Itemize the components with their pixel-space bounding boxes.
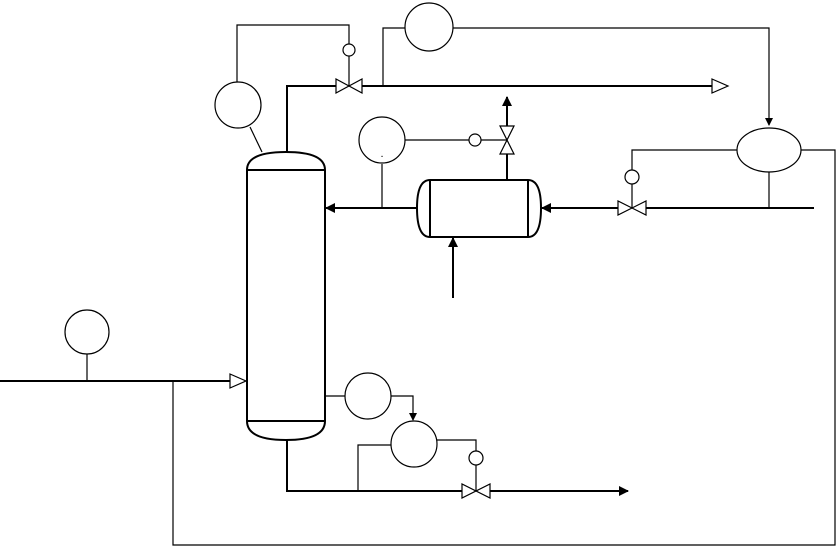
instrument-i7 xyxy=(390,420,438,468)
instrument-i5 xyxy=(64,309,110,355)
instrument-i6 xyxy=(344,372,392,420)
instrument-i4 xyxy=(736,127,802,173)
signal-i6-to-i7 xyxy=(391,395,417,421)
signal-i4-to-supply-valve xyxy=(631,149,737,170)
instrument-i1 xyxy=(214,81,262,129)
feed-arrow xyxy=(229,373,248,389)
signal-i4-return-loop xyxy=(172,149,836,546)
signal-i7-to-bottoms-valve xyxy=(437,439,477,451)
signal-bottoms-to-i7 xyxy=(357,444,391,491)
distillation-column xyxy=(246,150,326,442)
instrument-i3: . xyxy=(358,116,406,164)
signal-i2-to-i4 xyxy=(453,27,773,126)
signal-i1-to-overhead-valve xyxy=(236,24,350,82)
valve-bottoms xyxy=(461,450,491,499)
overhead-product-arrow xyxy=(711,78,730,94)
svg-text:.: . xyxy=(380,148,383,160)
reflux-drum xyxy=(415,179,543,238)
valve-right-supply xyxy=(617,169,647,216)
signal-overhead-to-i2 xyxy=(382,27,405,86)
valve-vent xyxy=(468,125,515,155)
signal-i1-to-column xyxy=(249,126,263,153)
bottoms-line xyxy=(286,440,462,492)
instrument-i2 xyxy=(404,2,454,52)
valve-overhead xyxy=(335,43,363,95)
overhead-line xyxy=(286,85,336,152)
